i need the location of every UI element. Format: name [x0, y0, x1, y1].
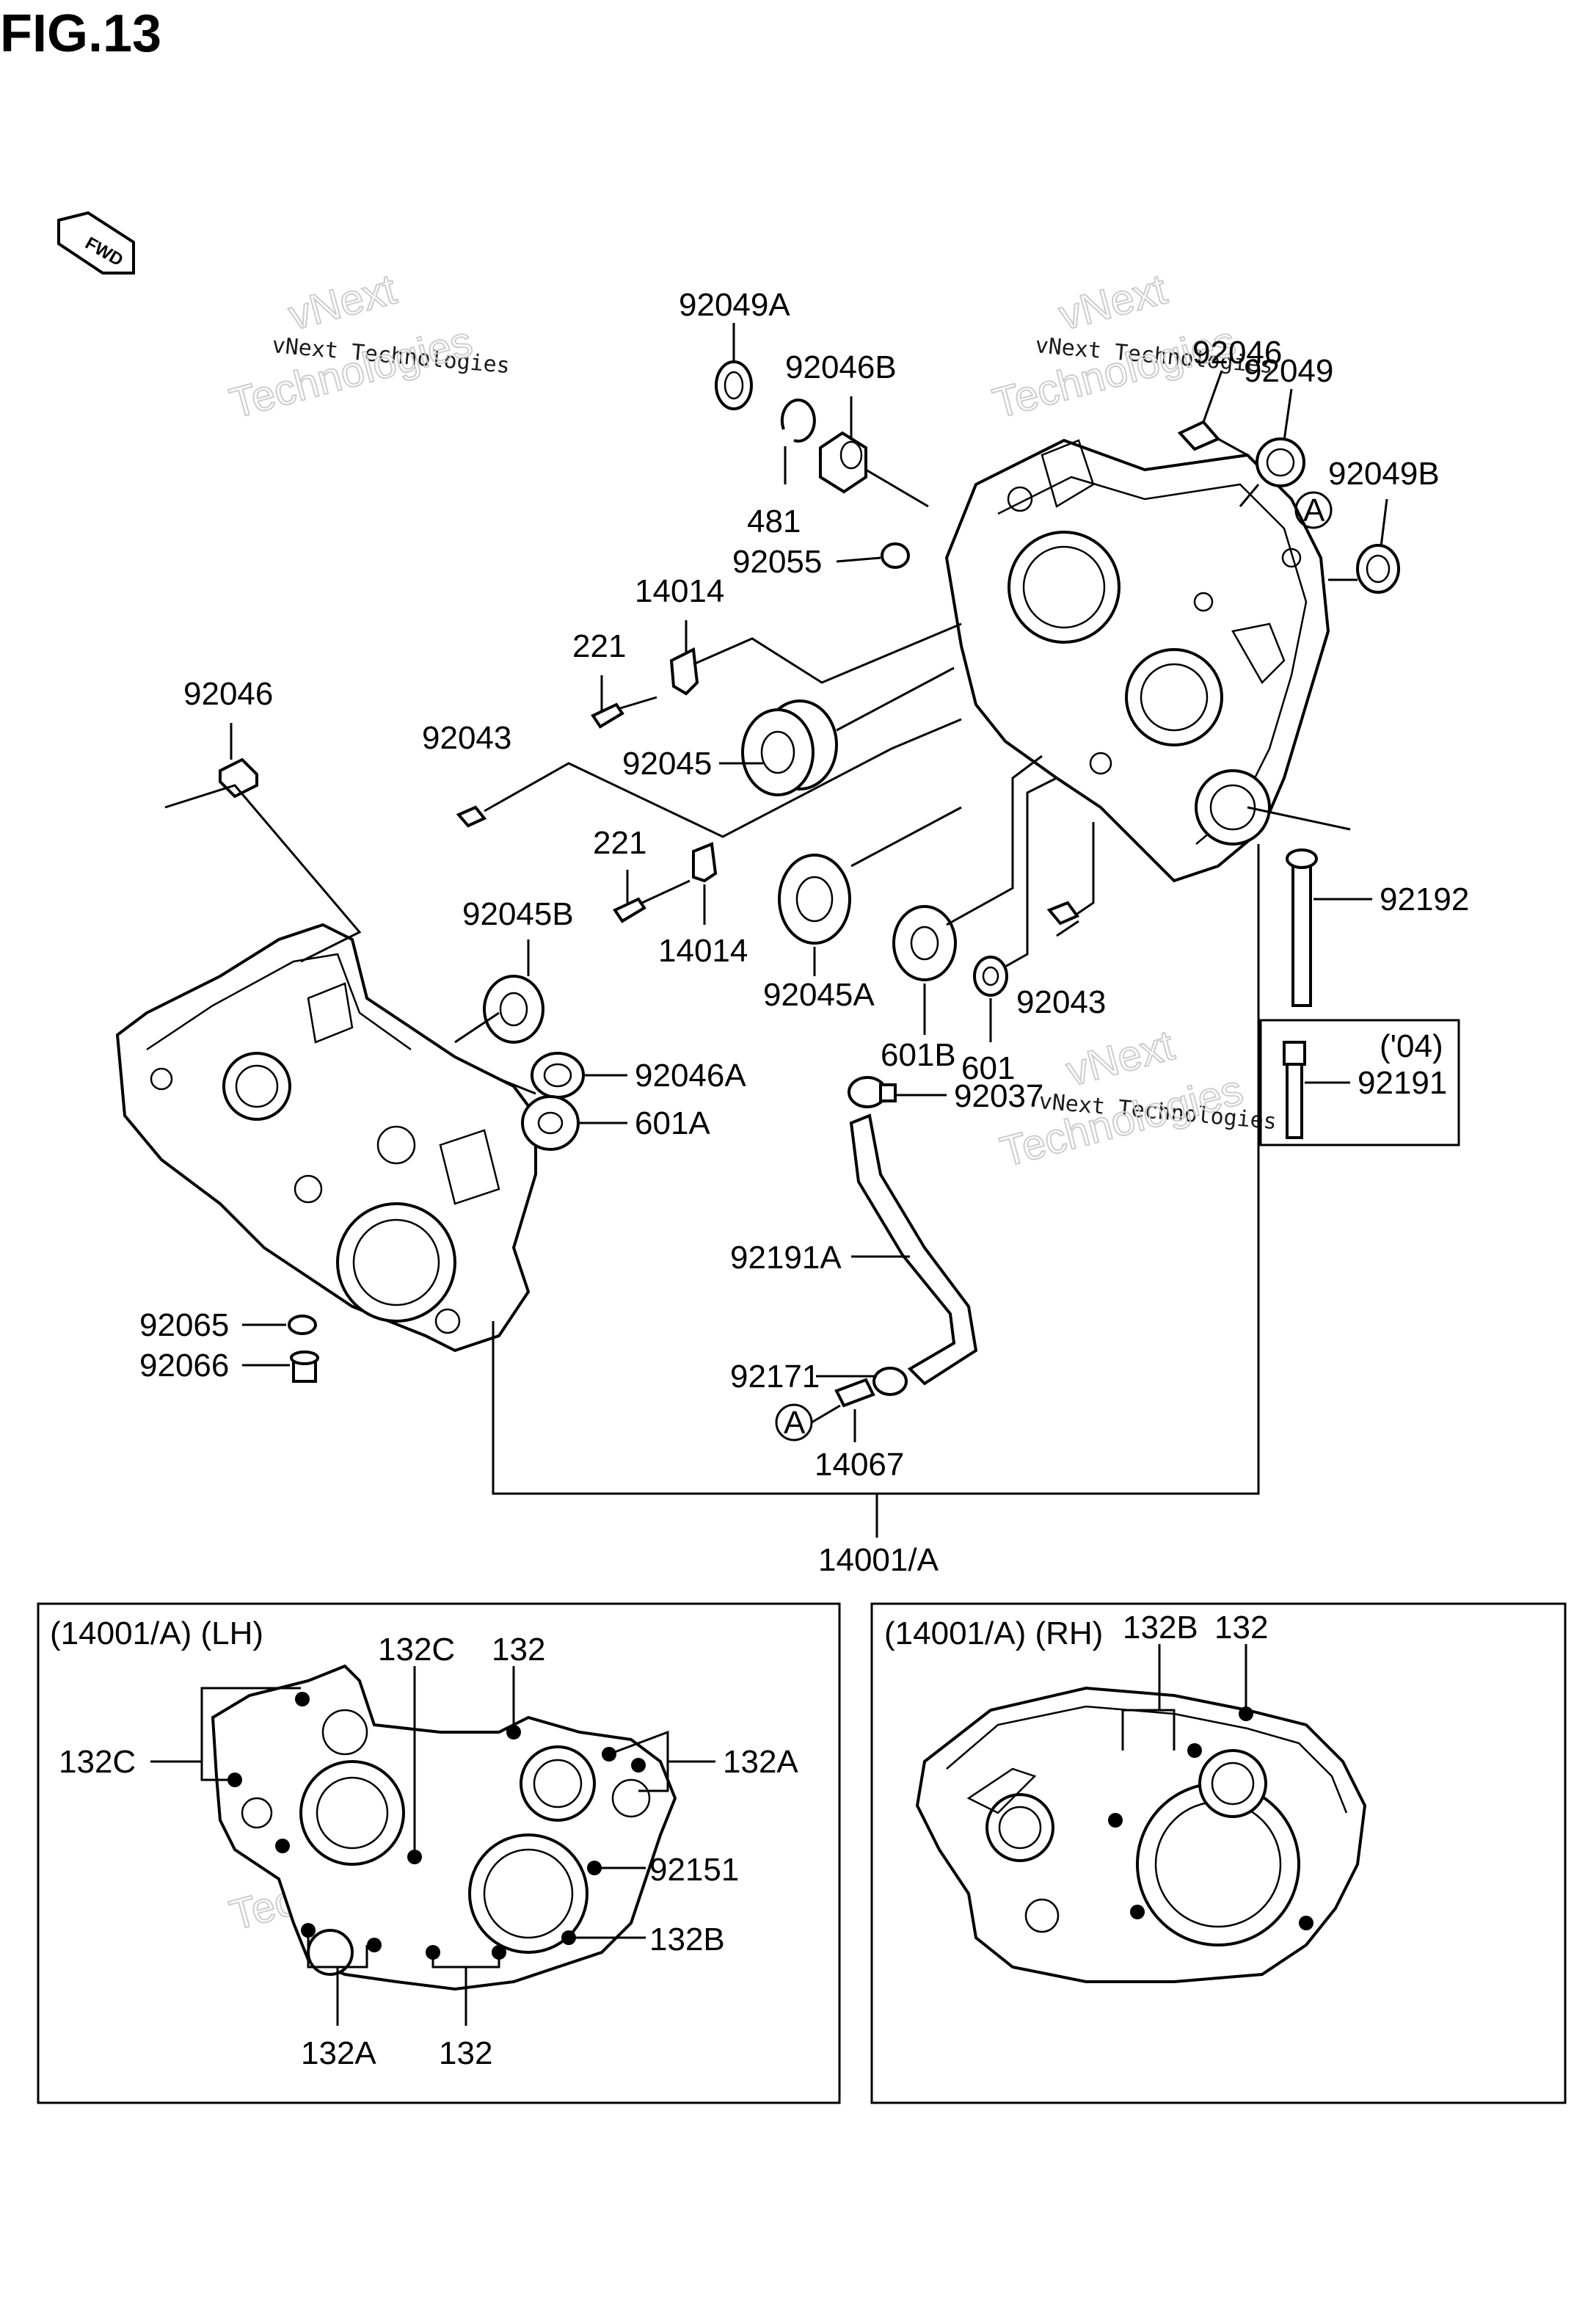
dowel-92043-b	[1046, 901, 1080, 926]
reference-marker-a: A	[1294, 491, 1333, 529]
circlip-481	[780, 399, 816, 443]
label-92191a: 92191A	[730, 1240, 842, 1276]
ball-bearing-92045b	[483, 975, 544, 1044]
bracket-14014-b	[692, 842, 718, 883]
lh-label-132-top: 132	[492, 1632, 545, 1668]
variant-box-04	[1259, 1019, 1460, 1146]
rh-label-132b: 132B	[1123, 1610, 1198, 1646]
needle-bearing-92046-top	[1177, 420, 1221, 451]
hose-92191a	[849, 1113, 978, 1386]
label-92065: 92065	[139, 1307, 229, 1343]
clamp-92037	[848, 1076, 897, 1108]
part-labels: 92049A 92046B 481 92055 92046 92049 9204…	[139, 287, 1469, 1578]
watermark-logo: vNext	[1054, 265, 1172, 339]
label-92049: 92049	[1244, 353, 1333, 389]
panel-lh-frame	[37, 1602, 841, 2104]
ball-bearing-601b	[892, 905, 957, 981]
label-92043-a: 92043	[422, 720, 511, 756]
watermark-logo: Technologies	[988, 317, 1241, 427]
lh-label-132a-right: 132A	[723, 1744, 798, 1780]
label-92046-left: 92046	[183, 676, 273, 712]
pipe-14067	[834, 1378, 875, 1408]
fwd-arrow-icon: FWD	[57, 211, 135, 275]
label-92066: 92066	[139, 1348, 229, 1384]
label-92037: 92037	[954, 1078, 1043, 1114]
fitting-92191	[1283, 1041, 1306, 1139]
needle-bearing-92046a	[531, 1052, 585, 1099]
label-variant-04: ('04)	[1380, 1028, 1443, 1064]
label-92045a: 92045A	[763, 977, 875, 1013]
svg-text:A: A	[784, 1405, 806, 1441]
panel-rh: (14001/A) (RH) 132B 132	[870, 1602, 1567, 2104]
oil-seal-92049	[1256, 437, 1305, 487]
label-92045b: 92045B	[462, 896, 574, 932]
ball-bearing-92045	[741, 699, 838, 796]
lh-label-132-bottom: 132	[439, 2035, 492, 2071]
figure-title: FIG.13	[0, 4, 161, 63]
label-92049b: 92049B	[1328, 456, 1440, 492]
pipe-92192	[1286, 848, 1318, 1007]
watermark-logo: Technologies	[225, 317, 478, 427]
label-92192: 92192	[1380, 881, 1469, 917]
label-92055: 92055	[732, 544, 822, 580]
label-92191: 92191	[1358, 1065, 1447, 1101]
label-601b: 601B	[881, 1037, 956, 1073]
reference-marker-a-2: A	[775, 1403, 813, 1442]
oil-seal-92049b	[1356, 544, 1400, 594]
o-ring-92055	[881, 542, 910, 569]
label-92045: 92045	[622, 746, 712, 782]
plug-92066	[290, 1351, 319, 1383]
lh-label-132c-top: 132C	[378, 1632, 455, 1668]
ball-bearing-601	[973, 956, 1008, 997]
dowel-92043-a	[456, 805, 487, 828]
right-crankcase-half	[944, 438, 1330, 883]
panel-lh-header: (14001/A) (LH)	[50, 1615, 263, 1651]
lh-label-132b: 132B	[649, 1922, 725, 1957]
oil-seal-92049a	[715, 360, 753, 410]
label-14014-a: 14014	[635, 573, 724, 609]
label-14067: 14067	[815, 1447, 904, 1483]
lh-label-92151: 92151	[649, 1852, 739, 1888]
label-601: 601	[961, 1050, 1015, 1086]
label-92046-top: 92046	[1192, 335, 1282, 371]
lh-label-132c-left: 132C	[59, 1744, 136, 1780]
lh-label-132a-bottom: 132A	[301, 2035, 376, 2071]
label-221-b: 221	[593, 825, 646, 861]
watermark-logo: vNext	[284, 265, 401, 339]
label-92043-b: 92043	[1016, 984, 1106, 1020]
ball-bearing-601a	[521, 1095, 580, 1151]
screw-221-b	[613, 879, 690, 923]
panel-lh: (14001/A) (LH)	[37, 1602, 841, 2104]
panel-rh-header: (14001/A) (RH)	[884, 1615, 1103, 1651]
left-crankcase-half	[115, 923, 537, 1353]
label-221-a: 221	[572, 628, 626, 664]
watermark-logo: vNext	[1062, 1021, 1179, 1095]
label-92046b: 92046B	[785, 349, 897, 385]
label-14014-b: 14014	[658, 933, 748, 969]
washer-92065	[288, 1315, 317, 1335]
leader-lines	[164, 323, 1388, 1538]
bolt-markers-rh	[1108, 1706, 1313, 1930]
screw-221-a	[591, 696, 657, 729]
bracket-14014-a	[669, 647, 699, 696]
label-481: 481	[747, 504, 801, 539]
svg-text:A: A	[1303, 492, 1325, 528]
label-92049a: 92049A	[679, 287, 790, 323]
label-92046a: 92046A	[635, 1058, 746, 1094]
ball-bearing-92045a	[778, 854, 851, 945]
panel-rh-frame	[870, 1602, 1567, 2104]
label-92171: 92171	[730, 1359, 820, 1395]
rh-label-132: 132	[1214, 1610, 1268, 1646]
label-601a: 601A	[635, 1105, 710, 1141]
clamp-92171	[872, 1367, 908, 1396]
label-14001a: 14001/A	[818, 1542, 939, 1578]
needle-bearing-92046b	[819, 431, 867, 494]
